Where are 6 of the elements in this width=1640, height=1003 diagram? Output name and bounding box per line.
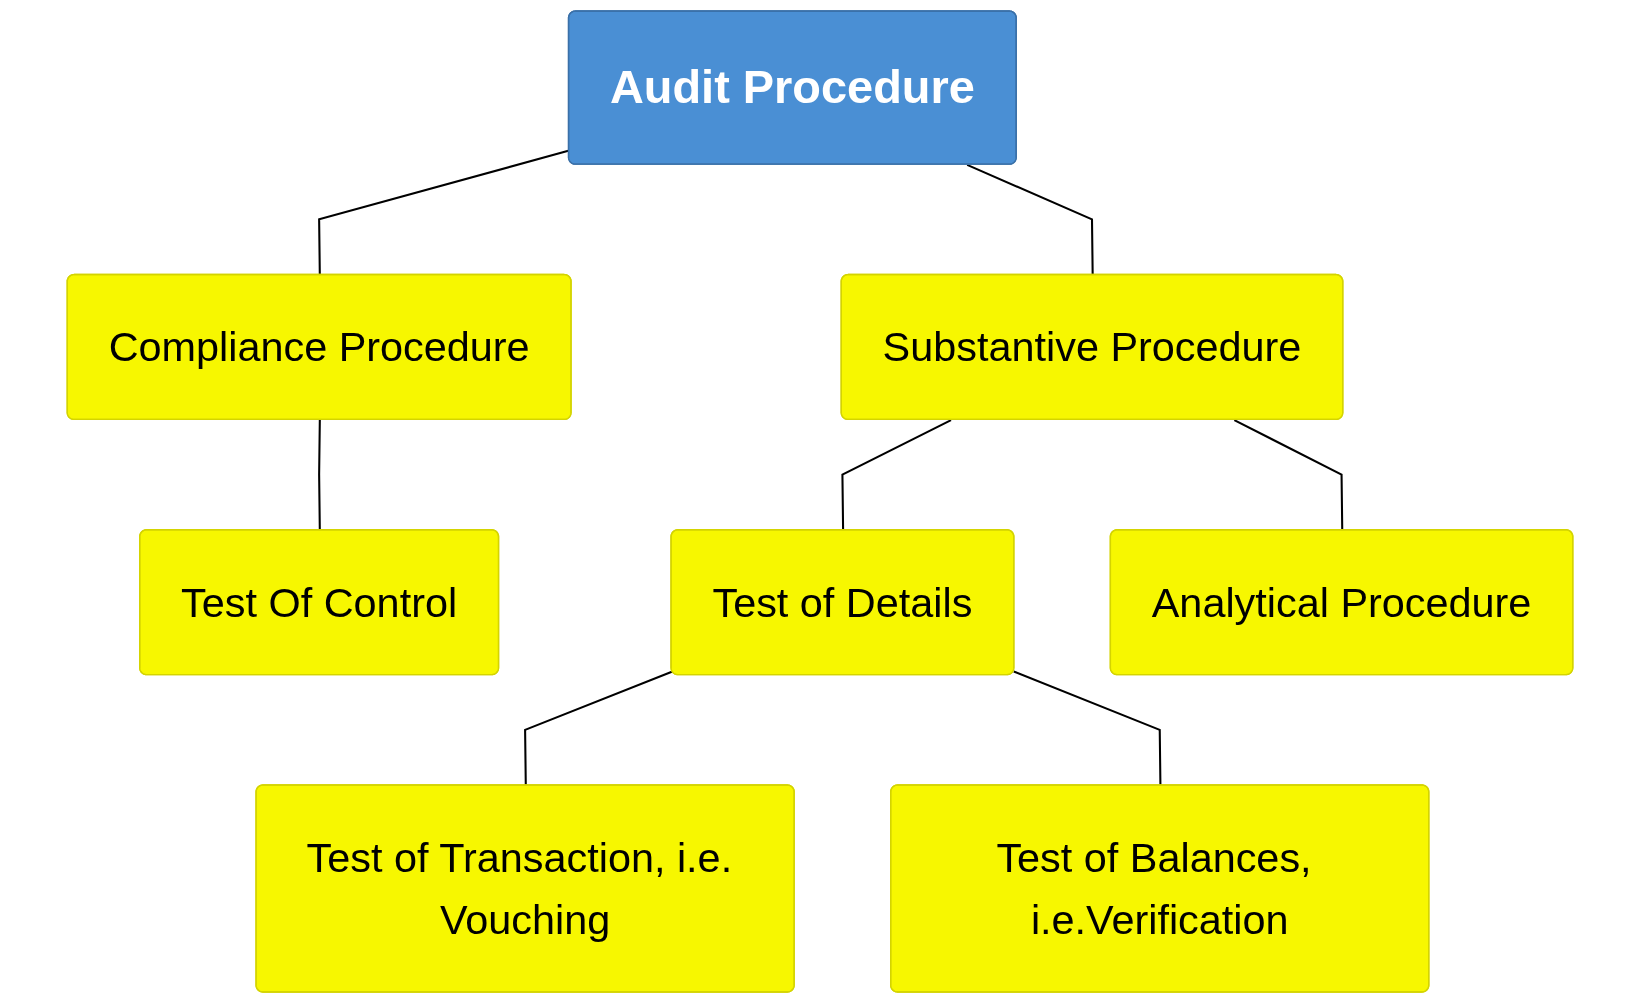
connector	[1233, 419, 1344, 531]
connector	[966, 163, 1094, 276]
connector	[318, 420, 321, 531]
connector	[524, 670, 673, 786]
connector	[1013, 670, 1162, 786]
connector	[841, 419, 952, 531]
